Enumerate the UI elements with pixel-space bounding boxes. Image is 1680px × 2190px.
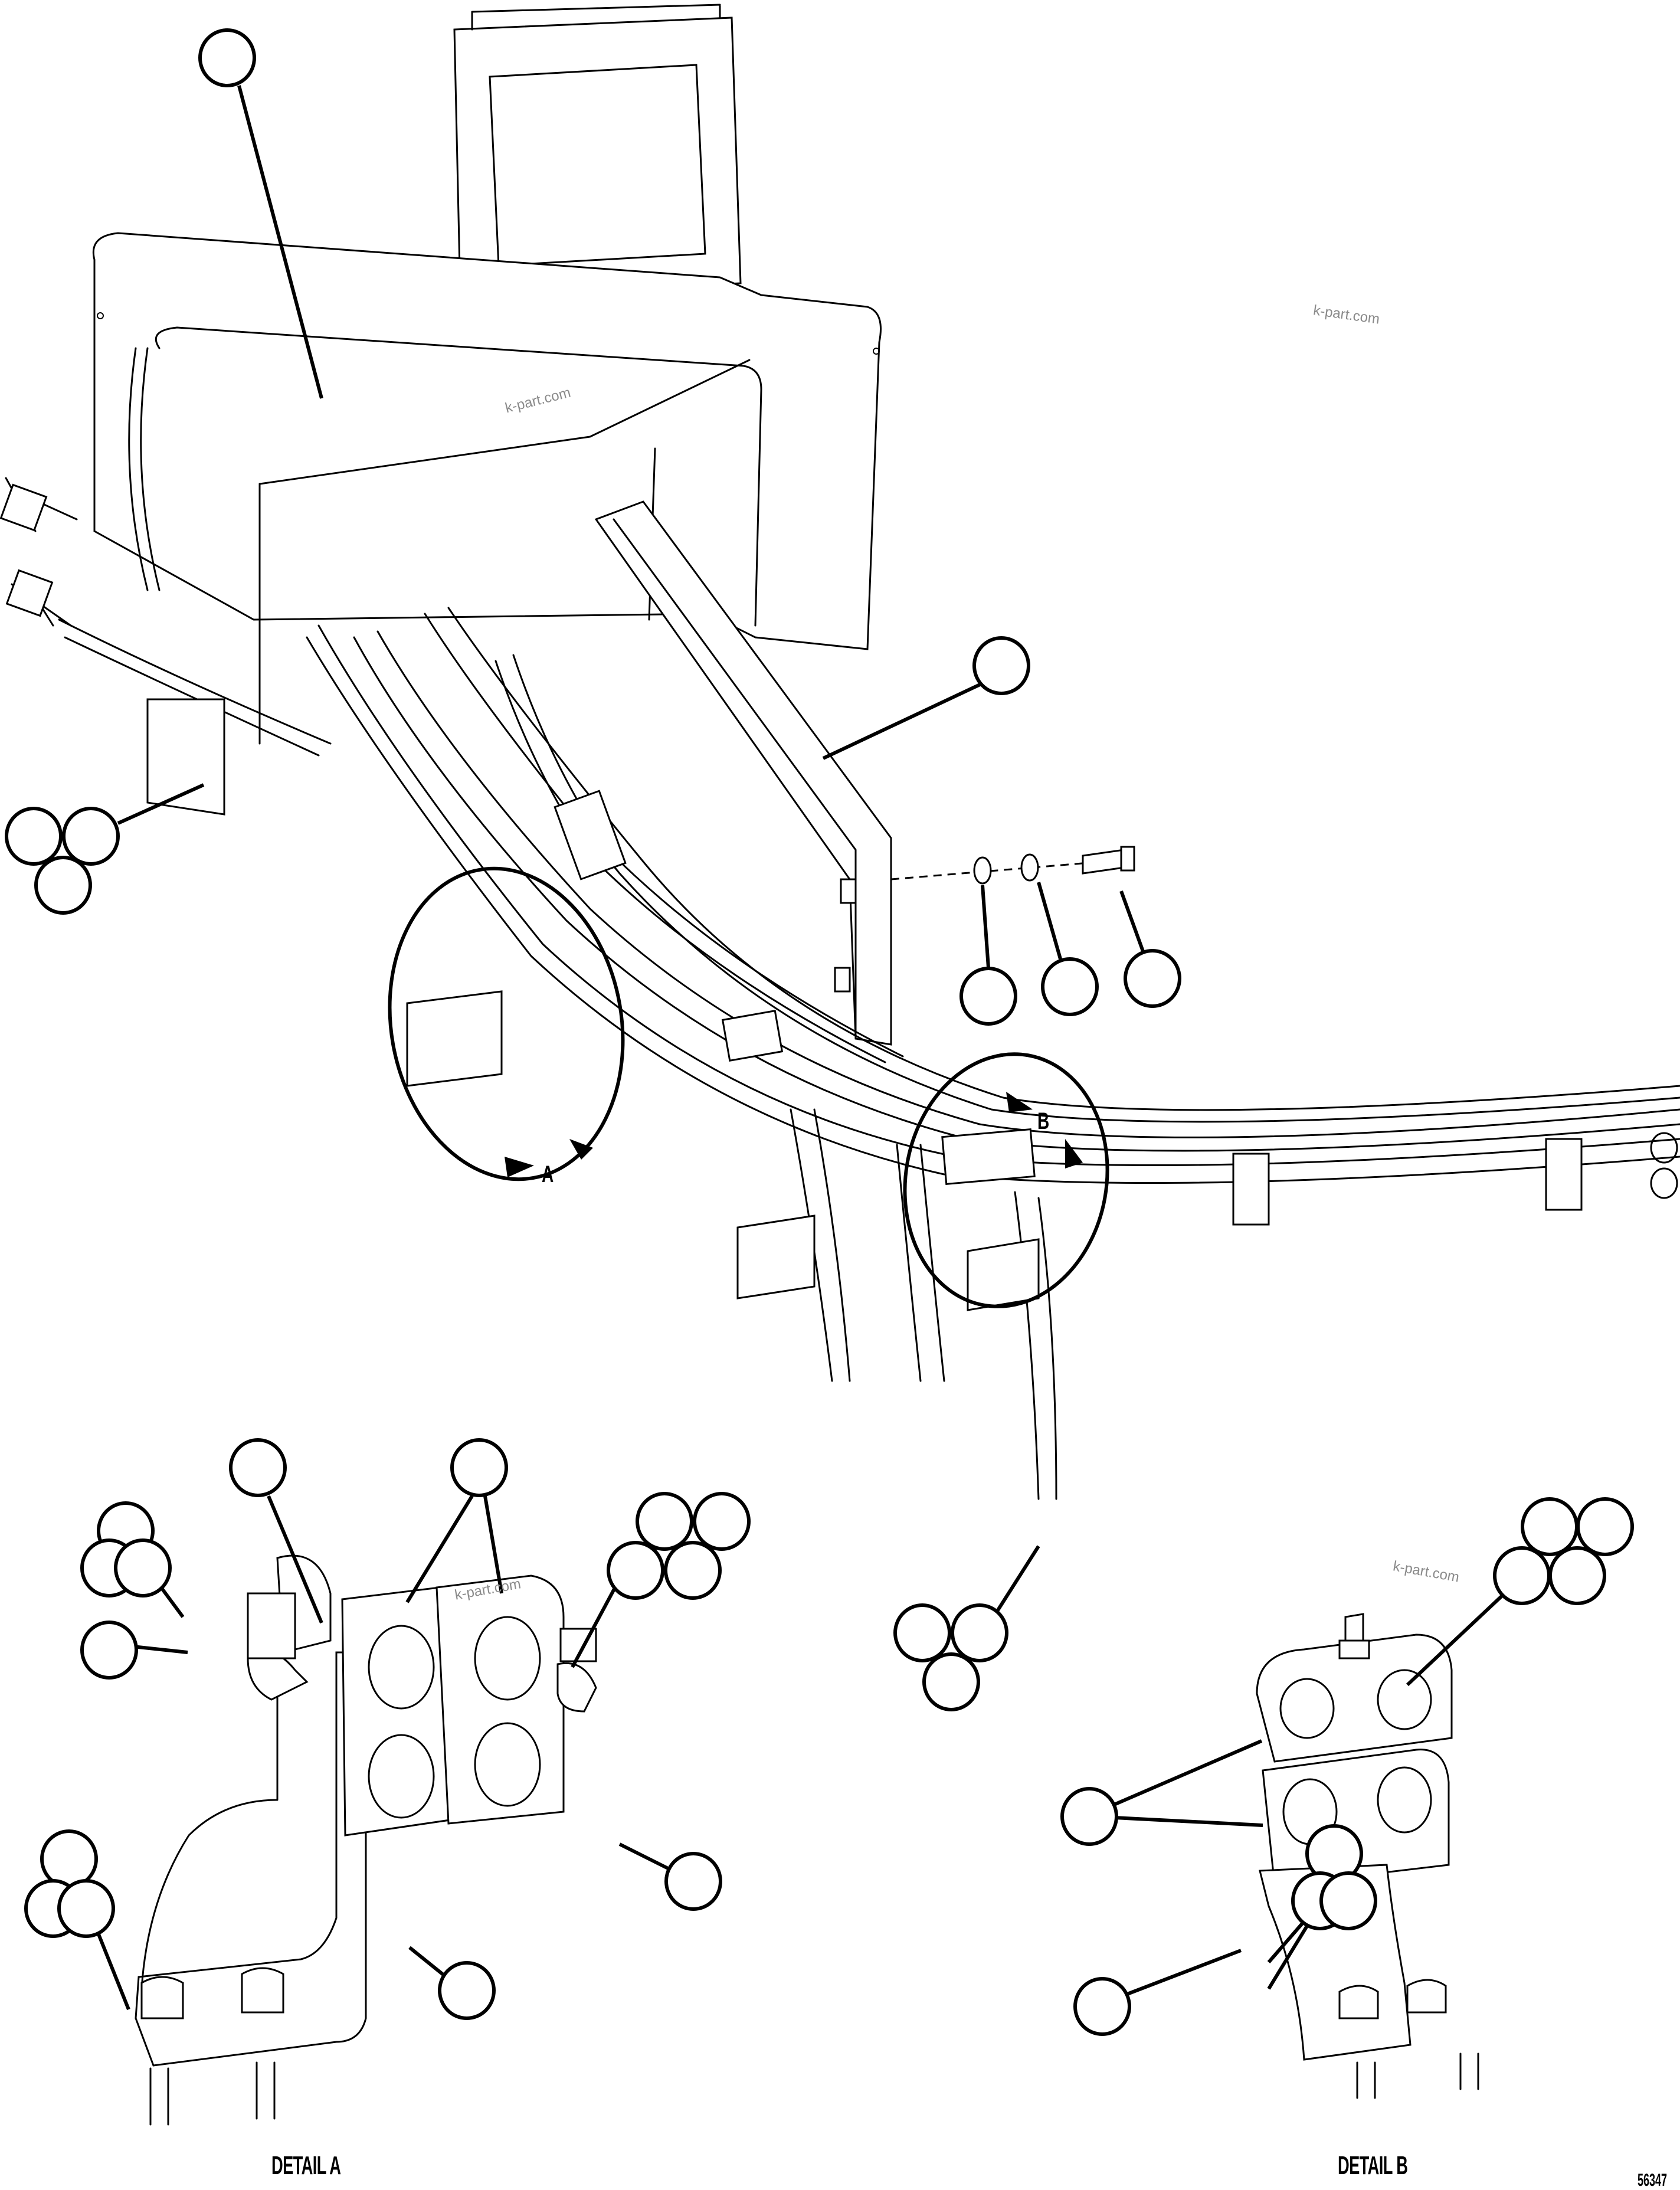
callout-balloons: [5, 28, 1634, 2036]
callout-balloon-a8[interactable]: [438, 1961, 496, 2020]
detail-a-circle: [388, 866, 625, 1181]
callout-balloon-a4d[interactable]: [664, 1541, 722, 1600]
callout-balloon-b1d[interactable]: [1548, 1546, 1606, 1605]
callout-balloon-a4b[interactable]: [693, 1492, 751, 1551]
callout-balloon-m2[interactable]: [972, 636, 1030, 695]
detail-indicators: [388, 866, 1109, 1308]
callout-balloon-m3c[interactable]: [34, 856, 92, 915]
callout-balloon-b3c[interactable]: [1319, 1871, 1377, 1930]
callout-balloon-a5[interactable]: [80, 1621, 138, 1680]
detail-a-arrow-2: [569, 1139, 593, 1160]
callout-balloon-m1[interactable]: [198, 28, 256, 87]
hose-bundle: [306, 607, 1680, 1500]
callout-balloon-m7a[interactable]: [893, 1603, 951, 1662]
view-marker-b: B: [1037, 1108, 1050, 1134]
callout-balloon-a4a[interactable]: [636, 1492, 693, 1551]
callout-balloon-a3c[interactable]: [114, 1538, 172, 1598]
callout-balloon-a2[interactable]: [450, 1438, 508, 1497]
assembly-centerline: [890, 860, 1104, 880]
callout-balloon-a4c[interactable]: [607, 1541, 664, 1600]
detail-b-title: DETAIL B: [1338, 2151, 1408, 2180]
detail-a-bolt-1: [140, 1976, 184, 2019]
callout-balloon-m7b[interactable]: [951, 1603, 1008, 1662]
view-marker-a: A: [542, 1161, 554, 1187]
callout-balloon-b1b[interactable]: [1576, 1497, 1634, 1556]
detail-b-bolt-2: [1406, 1979, 1447, 2014]
callout-balloon-a1[interactable]: [229, 1438, 287, 1497]
detail-a-drawing: [135, 1554, 597, 2126]
leader-lines: [94, 85, 1508, 2011]
detail-b-circle: [903, 1052, 1109, 1308]
callout-balloon-m4[interactable]: [959, 967, 1017, 1026]
callout-balloon-m7c[interactable]: [922, 1652, 980, 1711]
main-assembly: [0, 4, 1680, 1500]
callout-balloon-m6[interactable]: [1124, 949, 1181, 1008]
callout-balloon-a7a[interactable]: [40, 1829, 98, 1888]
callout-balloon-b1c[interactable]: [1493, 1546, 1551, 1605]
document-number: 56347: [1638, 2171, 1668, 2190]
detail-a-title: DETAIL A: [271, 2151, 341, 2180]
callout-balloon-b1a[interactable]: [1521, 1497, 1579, 1556]
callout-balloon-b2[interactable]: [1060, 1787, 1118, 1846]
detail-b-arrow-1: [1006, 1092, 1033, 1112]
detail-a-clamp-right: [435, 1574, 565, 1825]
main-enclosure: [92, 232, 882, 650]
callout-balloon-m5[interactable]: [1041, 957, 1099, 1016]
callout-balloon-m3a[interactable]: [5, 807, 63, 866]
callout-balloon-b4[interactable]: [1073, 1977, 1131, 2036]
callout-balloon-m3b[interactable]: [62, 807, 120, 866]
detail-b-arrow-2: [1065, 1139, 1083, 1168]
detail-b-drawing: [1256, 1613, 1479, 2099]
detail-a-arrow-1: [505, 1157, 534, 1177]
callout-balloon-a6[interactable]: [664, 1852, 722, 1911]
detail-b-bolt-1: [1338, 1985, 1379, 2019]
callout-balloon-a7c[interactable]: [57, 1879, 115, 1938]
detail-a-bolt-2: [241, 1967, 284, 2014]
